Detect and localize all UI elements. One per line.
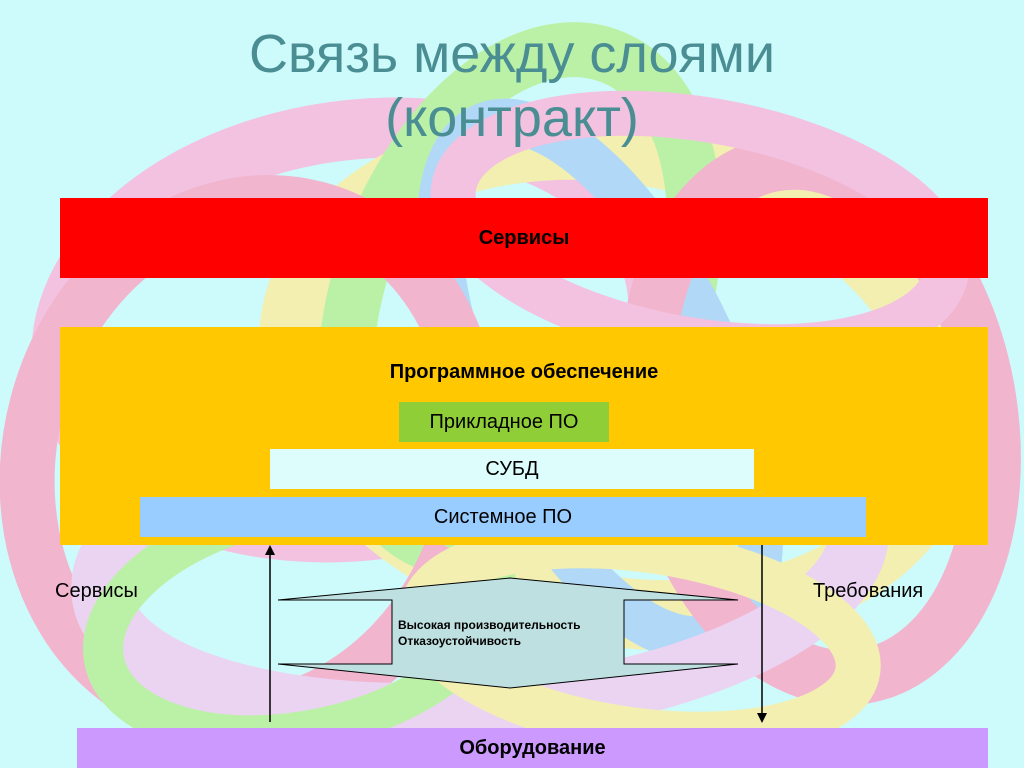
software-layer-label: Программное обеспечение (389, 361, 659, 383)
side-label-requirements: Требования (813, 580, 924, 602)
system-software-label: Системное ПО (433, 505, 573, 528)
slide-title-line2: (контракт) (385, 88, 639, 148)
contract-double-arrow (277, 577, 739, 689)
services-layer-label: Сервисы (478, 226, 570, 249)
hardware-layer-label: Оборудование (459, 736, 606, 759)
hardware-layer: Оборудование (77, 728, 988, 768)
application-software-box: Прикладное ПО (399, 402, 609, 442)
contract-text: Высокая производительность Отказоустойчи… (398, 617, 628, 649)
contract-line-performance: Высокая производительность (398, 618, 581, 632)
system-software-box: Системное ПО (140, 497, 866, 537)
dbms-box: СУБД (270, 449, 754, 489)
contract-line-fault-tolerance: Отказоустойчивость (398, 634, 522, 648)
dbms-label: СУБД (485, 457, 539, 480)
software-layer: Программное обеспечение Прикладное ПО СУ… (60, 327, 988, 545)
application-software-label: Прикладное ПО (429, 410, 579, 433)
services-layer: Сервисы (60, 198, 988, 278)
slide-title: Связь между слоями (контракт) (0, 22, 1024, 150)
side-label-services: Сервисы (55, 580, 138, 602)
slide-title-line1: Связь между слоями (248, 24, 776, 84)
